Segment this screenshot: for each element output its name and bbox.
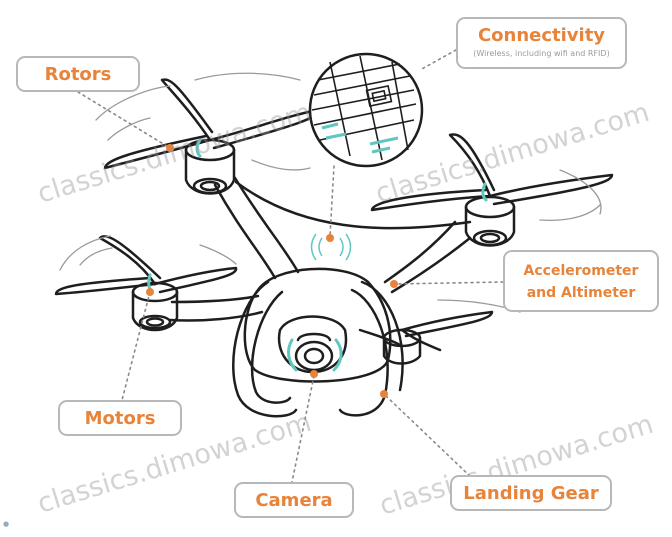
part-markers xyxy=(146,144,398,398)
marker-rotors xyxy=(166,144,174,152)
marker-camera xyxy=(310,370,318,378)
drone-landing-gear xyxy=(232,280,404,418)
connectivity-sublabel: (Wireless, including wifi and RFID) xyxy=(473,49,610,58)
wireless-signal-icon xyxy=(310,233,352,261)
landing-gear-label-box: Landing Gear xyxy=(450,475,612,511)
motors-label-box: Motors xyxy=(58,400,182,436)
connectivity-magnifier xyxy=(308,52,424,168)
leader-lines xyxy=(77,49,504,483)
connectivity-label: Connectivity xyxy=(477,25,606,46)
rotor-top-right xyxy=(370,133,614,212)
frame-line xyxy=(234,180,472,230)
marker-accelerometer xyxy=(390,280,398,288)
rotor-left xyxy=(54,235,238,296)
drone-camera xyxy=(294,332,334,372)
teal-highlights xyxy=(147,138,488,372)
motors-label: Motors xyxy=(84,408,156,429)
motor-top-left xyxy=(184,138,236,195)
marker-landing-gear xyxy=(380,390,388,398)
motor-top-right xyxy=(464,195,516,247)
landing-gear-label: Landing Gear xyxy=(463,483,599,504)
rotors-label: Rotors xyxy=(44,64,112,85)
accelerometer-label-line1: Accelerometer xyxy=(523,263,639,279)
rotors-label-box: Rotors xyxy=(16,56,140,92)
motion-lines xyxy=(59,72,602,313)
accelerometer-label-line2: and Altimeter xyxy=(526,285,636,301)
camera-label: Camera xyxy=(255,490,333,511)
camera-label-box: Camera xyxy=(234,482,354,518)
marker-connectivity xyxy=(326,234,334,242)
corner-logo-icon: ● xyxy=(3,520,10,528)
marker-motors xyxy=(146,288,154,296)
drone-arms xyxy=(168,176,472,347)
accelerometer-label-box: Accelerometer and Altimeter xyxy=(503,250,659,312)
connectivity-label-box: Connectivity (Wireless, including wifi a… xyxy=(456,17,627,69)
motor-left xyxy=(131,281,179,332)
rotor-rear-right xyxy=(400,310,494,352)
rotor-top-left xyxy=(103,78,320,170)
